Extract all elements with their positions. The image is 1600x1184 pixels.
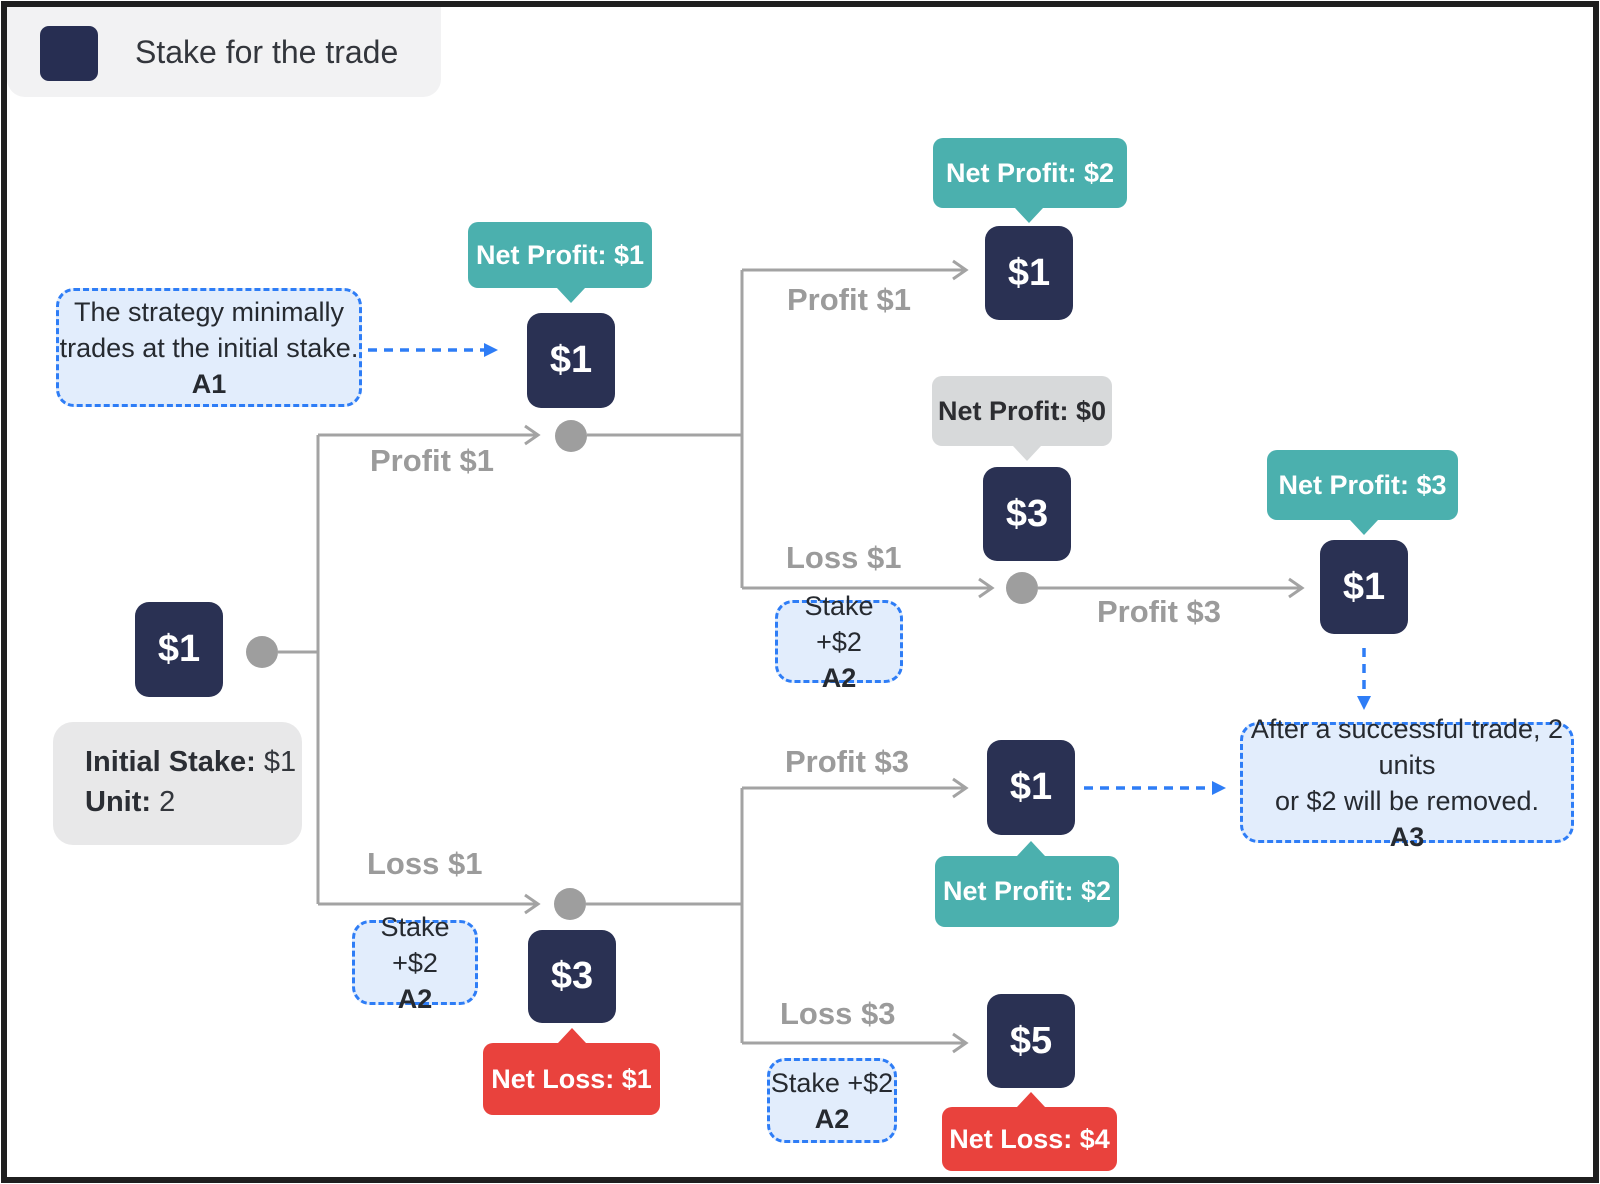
badge-text: Net Profit: $2 [945,157,1115,188]
badge-text: Net Profit: $3 [1278,469,1447,500]
legend-label: Stake for the trade [135,33,399,70]
badge-pointer [1015,208,1043,223]
callout-a2-third: Stake +$2 A2 [767,1058,897,1143]
callout-tag: A2 [397,983,433,1014]
callout-a2-first: Stake +$2 A2 [775,591,903,693]
info-line-unit: Unit: 2 [85,782,302,822]
node-win-lose: $3 [983,467,1071,561]
callout-line: or $2 will be removed. [1274,785,1540,816]
callout-tag: A2 [814,1103,850,1134]
stake-value: $1 [255,746,297,778]
info-line-stake: Initial Stake: $1 [85,742,302,782]
branch-label-loss1-a: Loss $1 [367,846,483,881]
badge-net-profit-1: Net Profit: $1 [468,222,652,303]
callout-line: Stake +$2 [804,590,874,657]
node-win-win: $1 [985,226,1073,320]
badge-pointer [558,1028,586,1043]
badge-pointer [557,288,585,303]
badge-pointer [1017,841,1045,856]
badge-pointer [1350,520,1378,535]
node-lose-win: $1 [987,740,1075,835]
node-stage1: $1 [527,313,615,408]
unit-value: 2 [151,786,176,818]
initial-stake-info-box: Initial Stake: $1 Unit: 2 [53,722,302,845]
badge-text: Net Loss: $1 [491,1063,652,1094]
badge-net-profit-3: Net Profit: $3 [1267,450,1458,535]
callout-a1: The strategy minimally trades at the ini… [56,288,362,407]
branch-label-profit3-b: Profit $3 [785,744,910,779]
badge-pointer [1013,446,1041,461]
node-win-lose-win: $1 [1320,540,1408,634]
badge-text: Net Profit: $1 [475,239,645,270]
callout-tag: A1 [191,368,227,399]
badge-net-loss-1: Net Loss: $1 [483,1028,660,1115]
callout-line: trades at the initial stake. [59,332,359,363]
branch-label-profit1-a: Profit $1 [370,443,495,478]
junction-after-win [555,420,587,452]
node-lose: $3 [528,930,616,1023]
callout-tag: A3 [1389,821,1425,852]
callout-line: After a successful trade, 2 units [1250,713,1564,780]
node-root: $1 [135,602,223,697]
badge-net-profit-2-top: Net Profit: $2 [933,138,1127,223]
badge-net-profit-2-bottom: Net Profit: $2 [935,841,1119,927]
unit-label: Unit: [85,786,152,818]
badge-text: Net Profit: $2 [942,876,1112,906]
stake-label: Initial Stake: [85,746,256,778]
callout-a2-second: Stake +$2 A2 [352,912,478,1014]
branch-label-profit1-b: Profit $1 [787,282,912,317]
junction-root [246,636,278,668]
callout-a3: After a successful trade, 2 units or $2 … [1240,714,1574,852]
badge-net-loss-4: Net Loss: $4 [942,1092,1117,1171]
stake-swatch [40,26,98,81]
callout-line: Stake +$2 [770,1067,894,1098]
badge-text: Net Profit: $0 [937,395,1107,426]
callout-line: The strategy minimally [73,296,345,327]
badge-pointer [1017,1092,1045,1107]
branch-label-profit3-mid: Profit $3 [1097,594,1222,629]
branch-label-loss3: Loss $3 [780,996,896,1031]
callout-tag: A2 [821,662,857,693]
legend: Stake for the trade [7,7,441,97]
callout-line: Stake +$2 [380,911,450,978]
badge-net-profit-0: Net Profit: $0 [932,376,1112,461]
branch-label-loss1-b: Loss $1 [786,540,902,575]
badge-text: Net Loss: $4 [949,1123,1110,1154]
junction-after-loss [554,888,586,920]
junction-after-win-loss [1006,572,1038,604]
node-lose-lose: $5 [987,994,1075,1088]
